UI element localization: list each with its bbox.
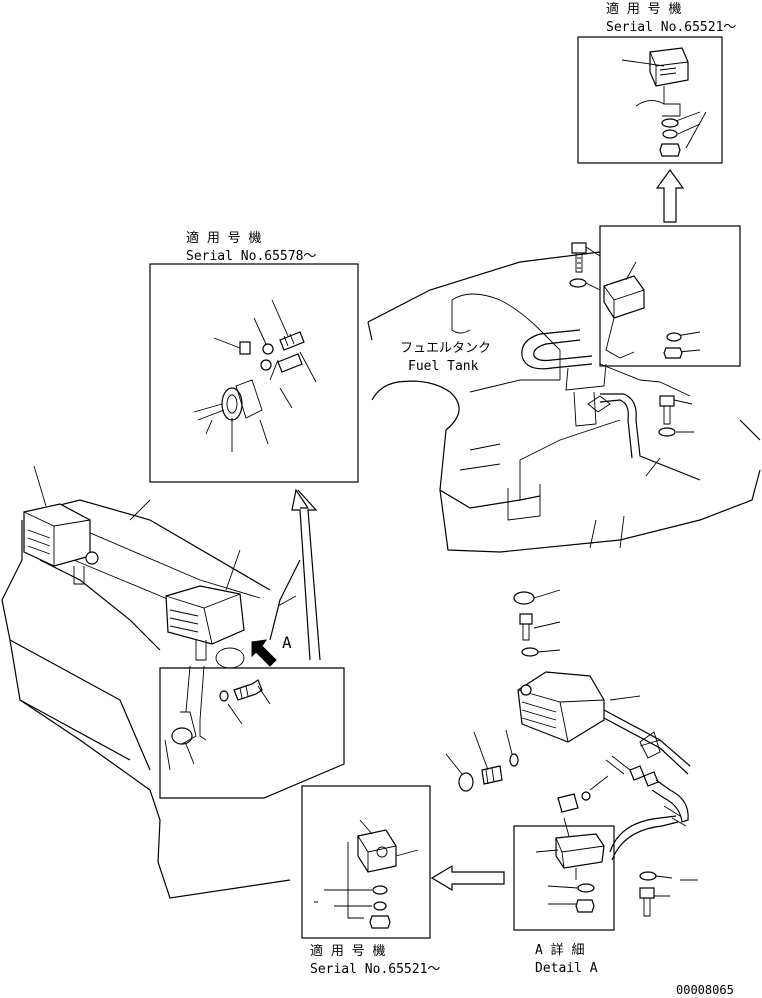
view-direction-arrow-icon	[251, 639, 277, 667]
washer-icon	[581, 791, 591, 801]
inset-mid-frame	[149, 263, 359, 483]
inset-middle-left: 適 用 号 機 Serial No.65578～	[149, 230, 359, 483]
washer-icon	[373, 901, 387, 911]
nut-icon	[369, 915, 391, 929]
nut-icon	[458, 772, 474, 792]
inset-top-serial-label: Serial No.65521～	[606, 20, 736, 35]
work-lamp-icon	[517, 671, 605, 743]
inset-mid-applicable-label: 適 用 号 機	[186, 230, 261, 246]
washer-icon	[219, 690, 229, 702]
inset-bottom-applicable-label: 適 用 号 機	[310, 943, 385, 959]
work-lamp-icon	[221, 387, 243, 421]
lamp-guard-pipe	[521, 329, 701, 481]
fuel-tank-en-label: Fuel Tank	[408, 359, 479, 374]
inset-detail-a: A 詳 細 Detail A	[513, 825, 615, 976]
work-lamp-icon	[555, 833, 605, 869]
bolt-icon	[557, 793, 579, 813]
inset-fuel-lamp	[599, 225, 741, 367]
work-lamp-icon	[23, 503, 99, 567]
bolt-icon	[481, 765, 503, 785]
inset-top-right: 適 用 号 機 Serial No.65521～	[577, 1, 736, 164]
inset-cab-lamp	[159, 665, 345, 799]
bolt-icon	[519, 613, 533, 641]
work-lamp-icon	[649, 47, 689, 87]
washer-icon	[666, 332, 682, 342]
washer-icon	[260, 359, 272, 371]
inset-top-applicable-label: 適 用 号 機	[606, 1, 681, 17]
bolt-icon	[277, 353, 303, 373]
inset-bottom-serial-label: Serial No.65521～	[310, 962, 440, 977]
bolt-icon	[639, 887, 655, 917]
washer-icon	[509, 753, 519, 767]
rear-lamp-assembly	[445, 589, 698, 917]
work-lamp-icon	[165, 585, 245, 645]
callout-arrow-up-top	[655, 168, 685, 223]
washer-icon	[521, 647, 539, 657]
washer-icon	[569, 278, 587, 288]
work-lamp-icon	[171, 711, 197, 745]
washer-icon	[262, 343, 274, 355]
nut-icon	[513, 591, 535, 605]
inset-bottom-center: 適 用 号 機 Serial No.65521～	[301, 785, 440, 977]
detail-a-jp-label: A 詳 細	[535, 942, 584, 958]
washer-icon	[661, 118, 679, 128]
inset-bottom-frame	[301, 785, 431, 939]
nut-icon	[575, 899, 595, 913]
inset-mid-serial-label: Serial No.65578～	[186, 249, 316, 264]
bolt-icon	[659, 395, 675, 425]
washer-icon	[662, 129, 678, 139]
work-lamp-icon	[603, 275, 645, 319]
inset-fuel-lamp-frame	[599, 225, 741, 367]
bolt-icon	[571, 242, 587, 273]
fuel-tank-jp-label: フュエルタンク	[400, 341, 491, 356]
washer-icon	[658, 427, 676, 437]
washer-icon	[372, 885, 388, 895]
work-lamp-icon	[357, 829, 397, 873]
nut-icon	[659, 143, 681, 157]
nut-icon	[663, 347, 683, 359]
callout-arrow-left	[430, 864, 505, 892]
callout-arrow-up-mid	[291, 488, 321, 661]
washer-icon	[639, 871, 657, 881]
inset-top-frame	[577, 36, 723, 164]
inset-cab-frame	[159, 667, 345, 799]
inset-detail-a-frame	[513, 825, 615, 931]
bolt-icon	[279, 331, 305, 351]
view-marker-label: A	[282, 633, 292, 652]
washer-icon	[577, 883, 595, 893]
detail-a-en-label: Detail A	[535, 961, 598, 976]
drawing-number: 00008065	[676, 983, 734, 997]
nut-icon	[239, 341, 251, 355]
bolt-icon	[233, 679, 263, 701]
fuel-tank-outline	[367, 251, 761, 553]
